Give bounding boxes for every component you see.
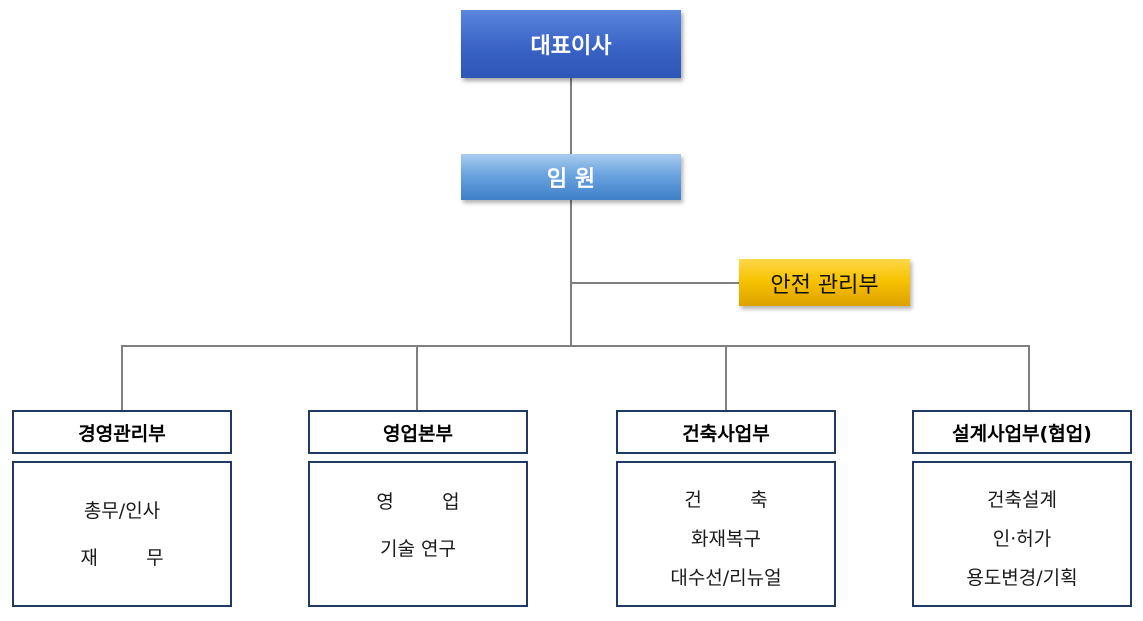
executives-label: 임 원 [546, 167, 596, 192]
dept-body-management: 총무/인사 재 무 [12, 461, 232, 607]
dept-title-construction: 건축사업부 [616, 410, 836, 454]
dept-item: 건축설계 [987, 489, 1057, 511]
safety-department-label: 안전 관리부 [770, 272, 879, 298]
connector-dept-4 [1028, 345, 1030, 410]
dept-item: 재 무 [80, 547, 164, 569]
dept-body-construction: 건 축 화재복구 대수선/리뉴얼 [616, 461, 836, 607]
dept-title-label: 설계사업부(협업) [952, 422, 1092, 445]
dept-item: 건 축 [684, 489, 768, 511]
ceo-box: 대표이사 [461, 10, 681, 78]
connector-dept-1 [121, 345, 123, 410]
connector-dept-2 [416, 345, 418, 410]
executives-box: 임 원 [461, 154, 681, 200]
dept-item: 인·허가 [992, 528, 1052, 550]
safety-department-box: 안전 관리부 [739, 259, 910, 306]
connector-ceo-exec [570, 78, 572, 154]
dept-title-management: 경영관리부 [12, 410, 232, 454]
connector-safety [571, 282, 739, 284]
dept-item: 화재복구 [691, 528, 761, 550]
dept-item: 대수선/리뉴얼 [670, 567, 782, 589]
dept-body-design: 건축설계 인·허가 용도변경/기획 [912, 461, 1132, 607]
dept-body-sales: 영 업 기술 연구 [308, 461, 528, 607]
dept-item: 용도변경/기획 [966, 567, 1078, 589]
connector-horizontal-bar [121, 345, 1030, 347]
connector-dept-3 [725, 345, 727, 410]
dept-title-label: 영업본부 [383, 422, 453, 445]
ceo-label: 대표이사 [530, 34, 612, 59]
dept-item: 영 업 [376, 491, 460, 513]
dept-title-sales: 영업본부 [308, 410, 528, 454]
dept-title-label: 경영관리부 [78, 422, 166, 445]
dept-item: 총무/인사 [83, 500, 161, 522]
dept-item: 기술 연구 [380, 538, 456, 560]
dept-title-label: 건축사업부 [682, 422, 770, 445]
connector-exec-branch [570, 200, 572, 346]
dept-title-design: 설계사업부(협업) [912, 410, 1132, 454]
